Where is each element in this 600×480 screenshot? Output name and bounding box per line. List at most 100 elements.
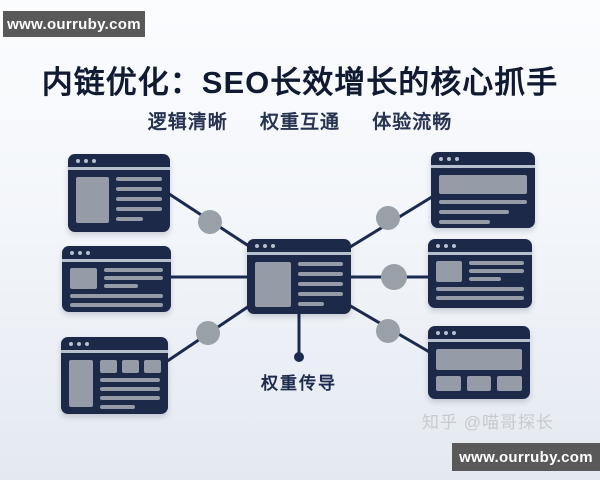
window-content [428,255,532,308]
window-dot-icon [455,156,459,161]
connector-node [381,264,407,290]
text-line-placeholder [100,387,160,391]
window-dot-icon [78,250,82,255]
text-line-placeholder [116,217,143,221]
window-toolbar-stripe [431,165,535,168]
window-dot-icon [92,158,96,163]
page-window-top-left [68,154,170,232]
window-dot-icon [444,330,448,335]
weight-transfer-label: 权重传导 [261,374,337,393]
connector-node [198,210,222,234]
window-dot-icon [85,341,89,346]
card-placeholder [144,360,161,373]
text-line-placeholder [116,177,162,181]
page-subtitle: 逻辑清晰 权重互通 体验流畅 [0,107,600,134]
page-window-middle-left [62,246,171,312]
text-line-placeholder [116,187,162,191]
window-content [61,353,168,414]
window-titlebar [61,337,168,350]
window-toolbar-stripe [428,252,532,255]
weight-endpoint-node [294,352,304,362]
author-watermark: 知乎 @喵哥探长 [422,413,554,432]
connector-node [376,319,400,343]
window-dot-icon [447,156,451,161]
window-titlebar [428,326,530,339]
text-line-placeholder [104,276,163,280]
window-dot-icon [76,158,80,163]
window-titlebar [68,154,170,167]
subtitle-item: 权重互通 [259,112,340,133]
card-placeholder [122,360,139,373]
text-line-placeholder [298,282,343,286]
window-titlebar [431,152,535,165]
card-placeholder [466,376,492,391]
page-window-bottom-left [61,337,168,414]
page-window-top-right [431,152,535,228]
text-line-placeholder [469,269,524,273]
text-line-placeholder [116,197,162,201]
window-dot-icon [452,243,456,248]
window-dot-icon [436,243,440,248]
text-line-placeholder [70,303,163,307]
text-line-placeholder [298,272,343,276]
text-line-placeholder [469,261,524,265]
text-line-placeholder [439,200,527,204]
site-badge-bottom-right: www.ourruby.com [452,443,600,471]
window-toolbar-stripe [428,339,530,342]
text-line-placeholder [298,302,325,306]
card-placeholder [436,376,461,391]
banner-placeholder [439,175,527,194]
window-toolbar-stripe [61,350,168,353]
text-line-placeholder [100,378,160,382]
window-content [428,342,530,399]
window-titlebar [62,246,171,259]
text-line-placeholder [436,287,524,291]
sidebar-placeholder [69,360,93,407]
image-placeholder [76,177,109,223]
window-dot-icon [452,330,456,335]
window-toolbar-stripe [247,252,351,255]
window-dot-icon [77,341,81,346]
card-placeholder [100,360,117,373]
page-window-middle-right [428,239,532,308]
text-line-placeholder [70,294,163,298]
window-content [62,262,171,312]
image-placeholder [255,262,291,307]
text-line-placeholder [100,396,160,400]
page-title: 内链优化：SEO长效增长的核心抓手 [41,65,559,100]
window-toolbar-stripe [68,167,170,170]
page-window-bottom-right [428,326,530,399]
connector-node [376,206,400,230]
window-content [68,170,170,232]
text-line-placeholder [436,296,524,300]
text-line-placeholder [116,207,162,211]
window-content [247,255,351,314]
window-dot-icon [436,330,440,335]
window-dot-icon [444,243,448,248]
card-placeholder [497,376,523,391]
window-dot-icon [263,243,267,248]
window-dot-icon [84,158,88,163]
window-toolbar-stripe [62,259,171,262]
window-titlebar [428,239,532,252]
text-line-placeholder [439,210,510,214]
window-dot-icon [70,250,74,255]
text-line-placeholder [298,292,343,296]
text-line-placeholder [104,268,163,272]
subtitle-item: 逻辑清晰 [147,112,228,133]
text-line-placeholder [104,284,139,288]
window-dot-icon [69,341,73,346]
window-dot-icon [255,243,259,248]
window-titlebar [247,239,351,252]
subtitle-item: 体验流畅 [372,112,453,133]
site-badge-top-left: www.ourruby.com [3,11,145,37]
window-dot-icon [439,156,443,161]
image-placeholder [70,268,97,289]
window-content [431,168,535,228]
image-placeholder [436,261,462,282]
page-window-center-hub [247,239,351,314]
window-dot-icon [86,250,90,255]
text-line-placeholder [439,220,491,224]
text-line-placeholder [100,405,135,409]
